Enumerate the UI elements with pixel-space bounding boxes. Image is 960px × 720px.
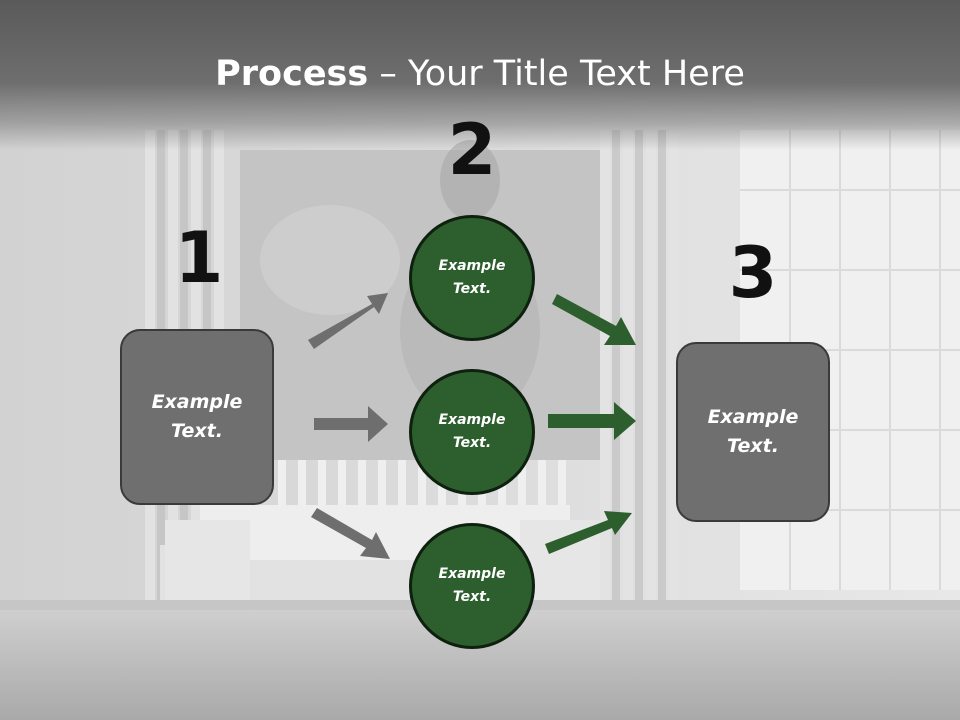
step-1-text: Example Text. [151,391,243,442]
green-arrow-down [552,294,636,345]
green-arrow-right [548,402,636,440]
node-bottom-text: Example Text. [438,566,506,605]
step-2-node-bottom: Example Text. [409,523,535,649]
node-middle-text: Example Text. [438,412,506,451]
node-top-text: Example Text. [438,258,506,297]
gray-arrow-down [311,508,390,559]
slide-title: Process – Your Title Text Here [0,52,960,96]
step-3-text: Example Text. [707,406,799,457]
step-2-node-top: Example Text. [409,215,535,341]
title-rest: – Your Title Text Here [368,54,745,94]
step-3-box: Example Text. [676,342,830,522]
gray-arrow-up [308,293,388,349]
step-3-number: 3 [728,232,778,314]
step-1-number: 1 [174,217,224,299]
step-1-box: Example Text. [120,329,274,505]
step-2-number: 2 [447,109,497,191]
title-bold: Process [215,54,369,94]
step-2-node-middle: Example Text. [409,369,535,495]
gray-arrow-right [314,406,388,442]
green-arrow-up [545,511,632,554]
title-bar [0,0,960,150]
